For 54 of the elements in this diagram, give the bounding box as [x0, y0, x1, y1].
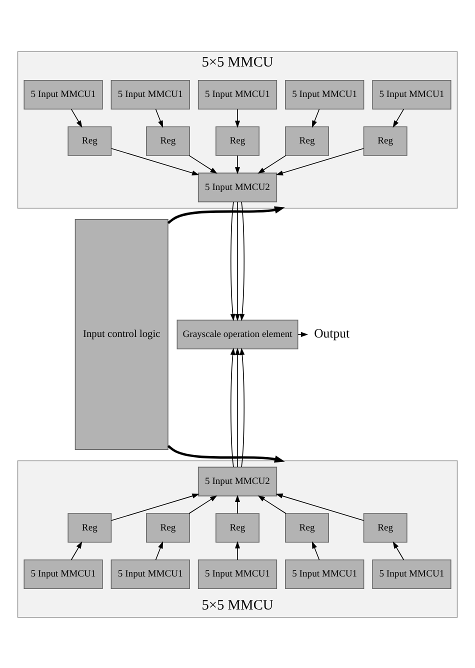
arrow [234, 201, 240, 321]
node-box: Reg [285, 126, 329, 156]
arrow [312, 108, 320, 128]
arrow [258, 154, 286, 174]
node-box: 5 Input MMCU2 [198, 466, 278, 496]
node-box: Grayscale operation element [176, 319, 298, 349]
arrow [240, 347, 245, 467]
arrow [258, 494, 286, 514]
arrow [234, 494, 240, 514]
node-box: 5 Input MMCU1 [110, 558, 190, 589]
node-box: Reg [146, 512, 190, 542]
node-text: Output [314, 326, 350, 340]
arrow [188, 494, 218, 514]
node-box: Reg [285, 512, 329, 542]
arrow [234, 154, 240, 174]
arrow [167, 206, 285, 224]
node-box: 5 Input MMCU1 [372, 558, 452, 589]
node-box: Reg [146, 126, 190, 156]
node-box: 5 Input MMCU1 [24, 79, 103, 110]
arrow [70, 540, 82, 560]
node-box: 5 Input MMCU1 [372, 79, 452, 110]
node-box: 5 Input MMCU1 [198, 558, 278, 589]
arrow [240, 201, 245, 321]
arrow [392, 108, 404, 128]
arrow [70, 108, 82, 128]
arrow [111, 493, 200, 520]
arrow [234, 540, 240, 560]
node-box: Reg [363, 126, 408, 156]
arrow [234, 347, 240, 467]
arrow [230, 201, 236, 321]
node-box: 5 Input MMCU1 [110, 79, 190, 110]
arrow [276, 493, 364, 520]
node-box: Reg [363, 512, 408, 542]
arrow [230, 347, 236, 467]
arrow [312, 540, 320, 560]
arrow [276, 148, 364, 175]
node-box: 5 Input MMCU2 [198, 172, 278, 202]
arrow [155, 540, 164, 560]
node-box: Reg [68, 126, 112, 156]
arrow [188, 154, 218, 174]
node-box: 5 Input MMCU1 [285, 79, 364, 110]
arrow [392, 540, 404, 560]
arrow [111, 148, 200, 175]
node-box: 5 Input MMCU1 [24, 558, 103, 589]
node-box: Reg [68, 512, 112, 542]
node-box: 5 Input MMCU1 [198, 79, 278, 110]
node-box: Reg [216, 512, 260, 542]
node-box: Reg [216, 126, 260, 156]
node-box: Input control logic [74, 218, 168, 450]
arrow [234, 108, 240, 128]
arrow [167, 444, 285, 462]
arrow [298, 331, 308, 337]
node-box: 5 Input MMCU1 [285, 558, 364, 589]
arrow [155, 108, 164, 128]
